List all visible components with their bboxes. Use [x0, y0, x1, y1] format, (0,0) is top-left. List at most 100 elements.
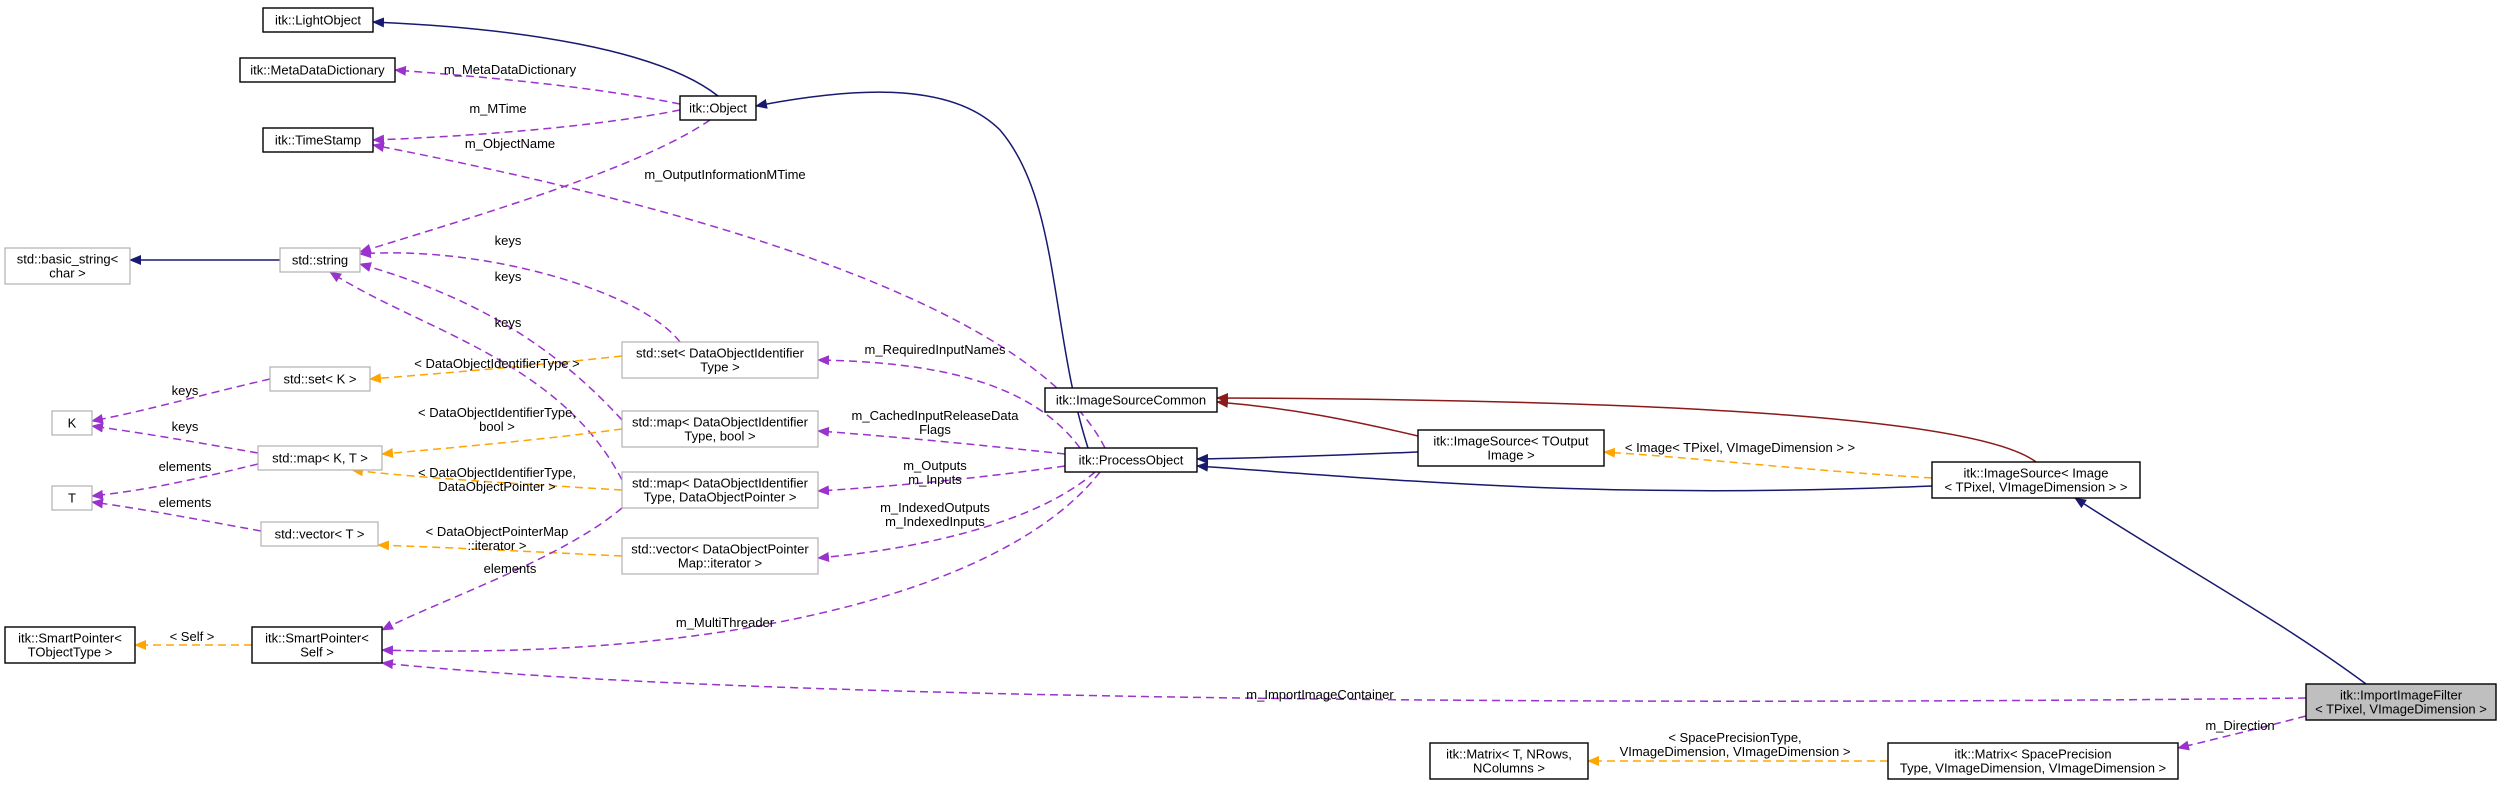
node-import-image-filter[interactable]: itk::ImportImageFilter< TPixel, VImageDi… — [2305, 683, 2497, 721]
node-box — [279, 247, 361, 273]
edge-label: < DataObjectIdentifierType, — [418, 465, 576, 480]
node-k[interactable]: K — [51, 410, 93, 436]
edge-line — [372, 17, 719, 97]
node-map-ptr[interactable]: std::map< DataObjectIdentifierType, Data… — [621, 471, 819, 509]
node-label: itk::MetaDataDictionary — [250, 63, 385, 78]
node-label: Type, bool > — [684, 429, 755, 444]
node-label: std::map< DataObjectIdentifier — [632, 415, 809, 430]
edge-line — [351, 466, 623, 491]
node-label: Type, VImageDimension, VImageDimension > — [1900, 761, 2166, 776]
node-box — [260, 521, 379, 547]
edge-label: bool > — [479, 419, 515, 434]
node-basic-string[interactable]: std::basic_string<char > — [4, 247, 131, 285]
node-box — [262, 127, 374, 153]
edge-process-setdoi: m_RequiredInputNames — [817, 342, 1081, 449]
edge-line — [381, 507, 623, 631]
edge-line — [2177, 715, 2307, 751]
edge-label: elements — [159, 495, 212, 510]
edge-line — [91, 463, 259, 500]
edge-line — [377, 540, 623, 557]
node-set-doi[interactable]: std::set< DataObjectIdentifierType > — [621, 341, 819, 379]
node-image-source-image[interactable]: itk::ImageSource< Image< TPixel, VImageD… — [1931, 461, 2141, 499]
edge-label: < SpacePrecisionType, — [1668, 730, 1801, 745]
node-vector-t[interactable]: std::vector< T > — [260, 521, 379, 547]
edge-label: DataObjectPointer > — [438, 479, 555, 494]
edge-label: < DataObjectPointerMap — [426, 524, 569, 539]
node-set-k[interactable]: std::set< K > — [269, 366, 371, 392]
edge-line — [359, 119, 711, 254]
node-string[interactable]: std::string — [279, 247, 361, 273]
edge-line — [817, 465, 1066, 496]
node-meta-data-dictionary[interactable]: itk::MetaDataDictionary — [239, 57, 396, 83]
node-process-object[interactable]: itk::ProcessObject — [1064, 447, 1198, 473]
node-box — [1887, 742, 2179, 780]
edge-vectoriter-vectort: < DataObjectPointerMap::iterator > — [377, 524, 623, 557]
node-vector-iter[interactable]: std::vector< DataObjectPointerMap::itera… — [621, 537, 819, 575]
node-box — [51, 410, 93, 436]
node-t[interactable]: T — [51, 485, 93, 511]
node-box — [4, 626, 136, 664]
node-label: itk::Matrix< SpacePrecision — [1954, 747, 2111, 762]
node-map-bool[interactable]: std::map< DataObjectIdentifierType, bool… — [621, 410, 819, 448]
edge-spself-spt: < Self > — [134, 629, 252, 650]
node-light-object[interactable]: itk::LightObject — [262, 7, 374, 33]
edge-mapptr-mapkt: < DataObjectIdentifierType,DataObjectPoi… — [351, 465, 623, 494]
node-box — [239, 57, 396, 83]
edge-imgimage-common — [1216, 393, 2037, 463]
node-label: std::map< K, T > — [272, 451, 368, 466]
edge-line — [394, 65, 681, 105]
node-image-source-common[interactable]: itk::ImageSourceCommon — [1044, 387, 1218, 413]
node-object[interactable]: itk::Object — [679, 95, 757, 121]
node-map-kt[interactable]: std::map< K, T > — [257, 445, 383, 471]
edge-label: keys — [495, 269, 522, 284]
edge-process-timestamp: m_OutputInformationMTime — [372, 142, 1106, 449]
node-matrix-t[interactable]: itk::Matrix< T, NRows,NColumns > — [1429, 742, 1589, 780]
node-box — [269, 366, 371, 392]
node-box — [1044, 387, 1218, 413]
edge-vectort-t: elements — [91, 495, 262, 532]
node-box — [2305, 683, 2497, 721]
node-label: TObjectType > — [28, 645, 113, 660]
node-label: T — [68, 491, 76, 506]
edge-line — [817, 471, 1096, 563]
edge-label: < Self > — [170, 629, 215, 644]
node-box — [621, 537, 819, 575]
node-box — [621, 341, 819, 379]
edge-mapbool-mapkt: < DataObjectIdentifierType,bool > — [381, 405, 623, 458]
edges-layer: m_MetaDataDictionarym_MTimem_ObjectNamem… — [91, 17, 2367, 766]
node-matrix-sp[interactable]: itk::Matrix< SpacePrecisionType, VImageD… — [1887, 742, 2179, 780]
node-box — [1931, 461, 2141, 499]
node-label: itk::ProcessObject — [1079, 453, 1184, 468]
node-label: itk::SmartPointer< — [18, 631, 122, 646]
node-label: std::string — [292, 253, 348, 268]
node-label: std::vector< DataObjectPointer — [631, 542, 809, 557]
edge-label: m_CachedInputReleaseData — [852, 408, 1020, 423]
edge-mapkt-t: elements — [91, 459, 259, 500]
edge-label: < DataObjectIdentifierType, — [418, 405, 576, 420]
edge-import-matrixsp: m_Direction — [2177, 715, 2307, 751]
node-smart-pointer-t[interactable]: itk::SmartPointer<TObjectType > — [4, 626, 136, 664]
edge-line — [359, 262, 623, 421]
edge-mapbool-string: keys — [359, 262, 623, 421]
node-time-stamp[interactable]: itk::TimeStamp — [262, 127, 374, 153]
node-label: itk::ImageSource< Image — [1964, 466, 2109, 481]
edge-setk-k: keys — [91, 378, 271, 424]
node-label: < TPixel, VImageDimension > — [2315, 702, 2487, 717]
edge-label: m_Outputs — [903, 458, 967, 473]
edge-process-object — [755, 91, 1089, 449]
nodes-layer: itk::LightObjectitk::MetaDataDictionaryi… — [4, 7, 2497, 780]
edge-imgimage-imgtoutput: < Image< TPixel, VImageDimension > > — [1603, 440, 1933, 479]
edge-label: < DataObjectIdentifierType > — [414, 356, 579, 371]
edge-line — [1196, 451, 1419, 464]
node-box — [1417, 429, 1605, 467]
node-label: std::map< DataObjectIdentifier — [632, 476, 809, 491]
node-label: itk::Object — [689, 101, 747, 116]
edge-object-metadata: m_MetaDataDictionary — [394, 62, 681, 105]
edge-label: keys — [495, 315, 522, 330]
node-label: std::set< DataObjectIdentifier — [636, 346, 805, 361]
edge-line — [369, 355, 623, 384]
edge-line — [372, 142, 1106, 449]
node-smart-pointer-self[interactable]: itk::SmartPointer<Self > — [251, 626, 383, 664]
